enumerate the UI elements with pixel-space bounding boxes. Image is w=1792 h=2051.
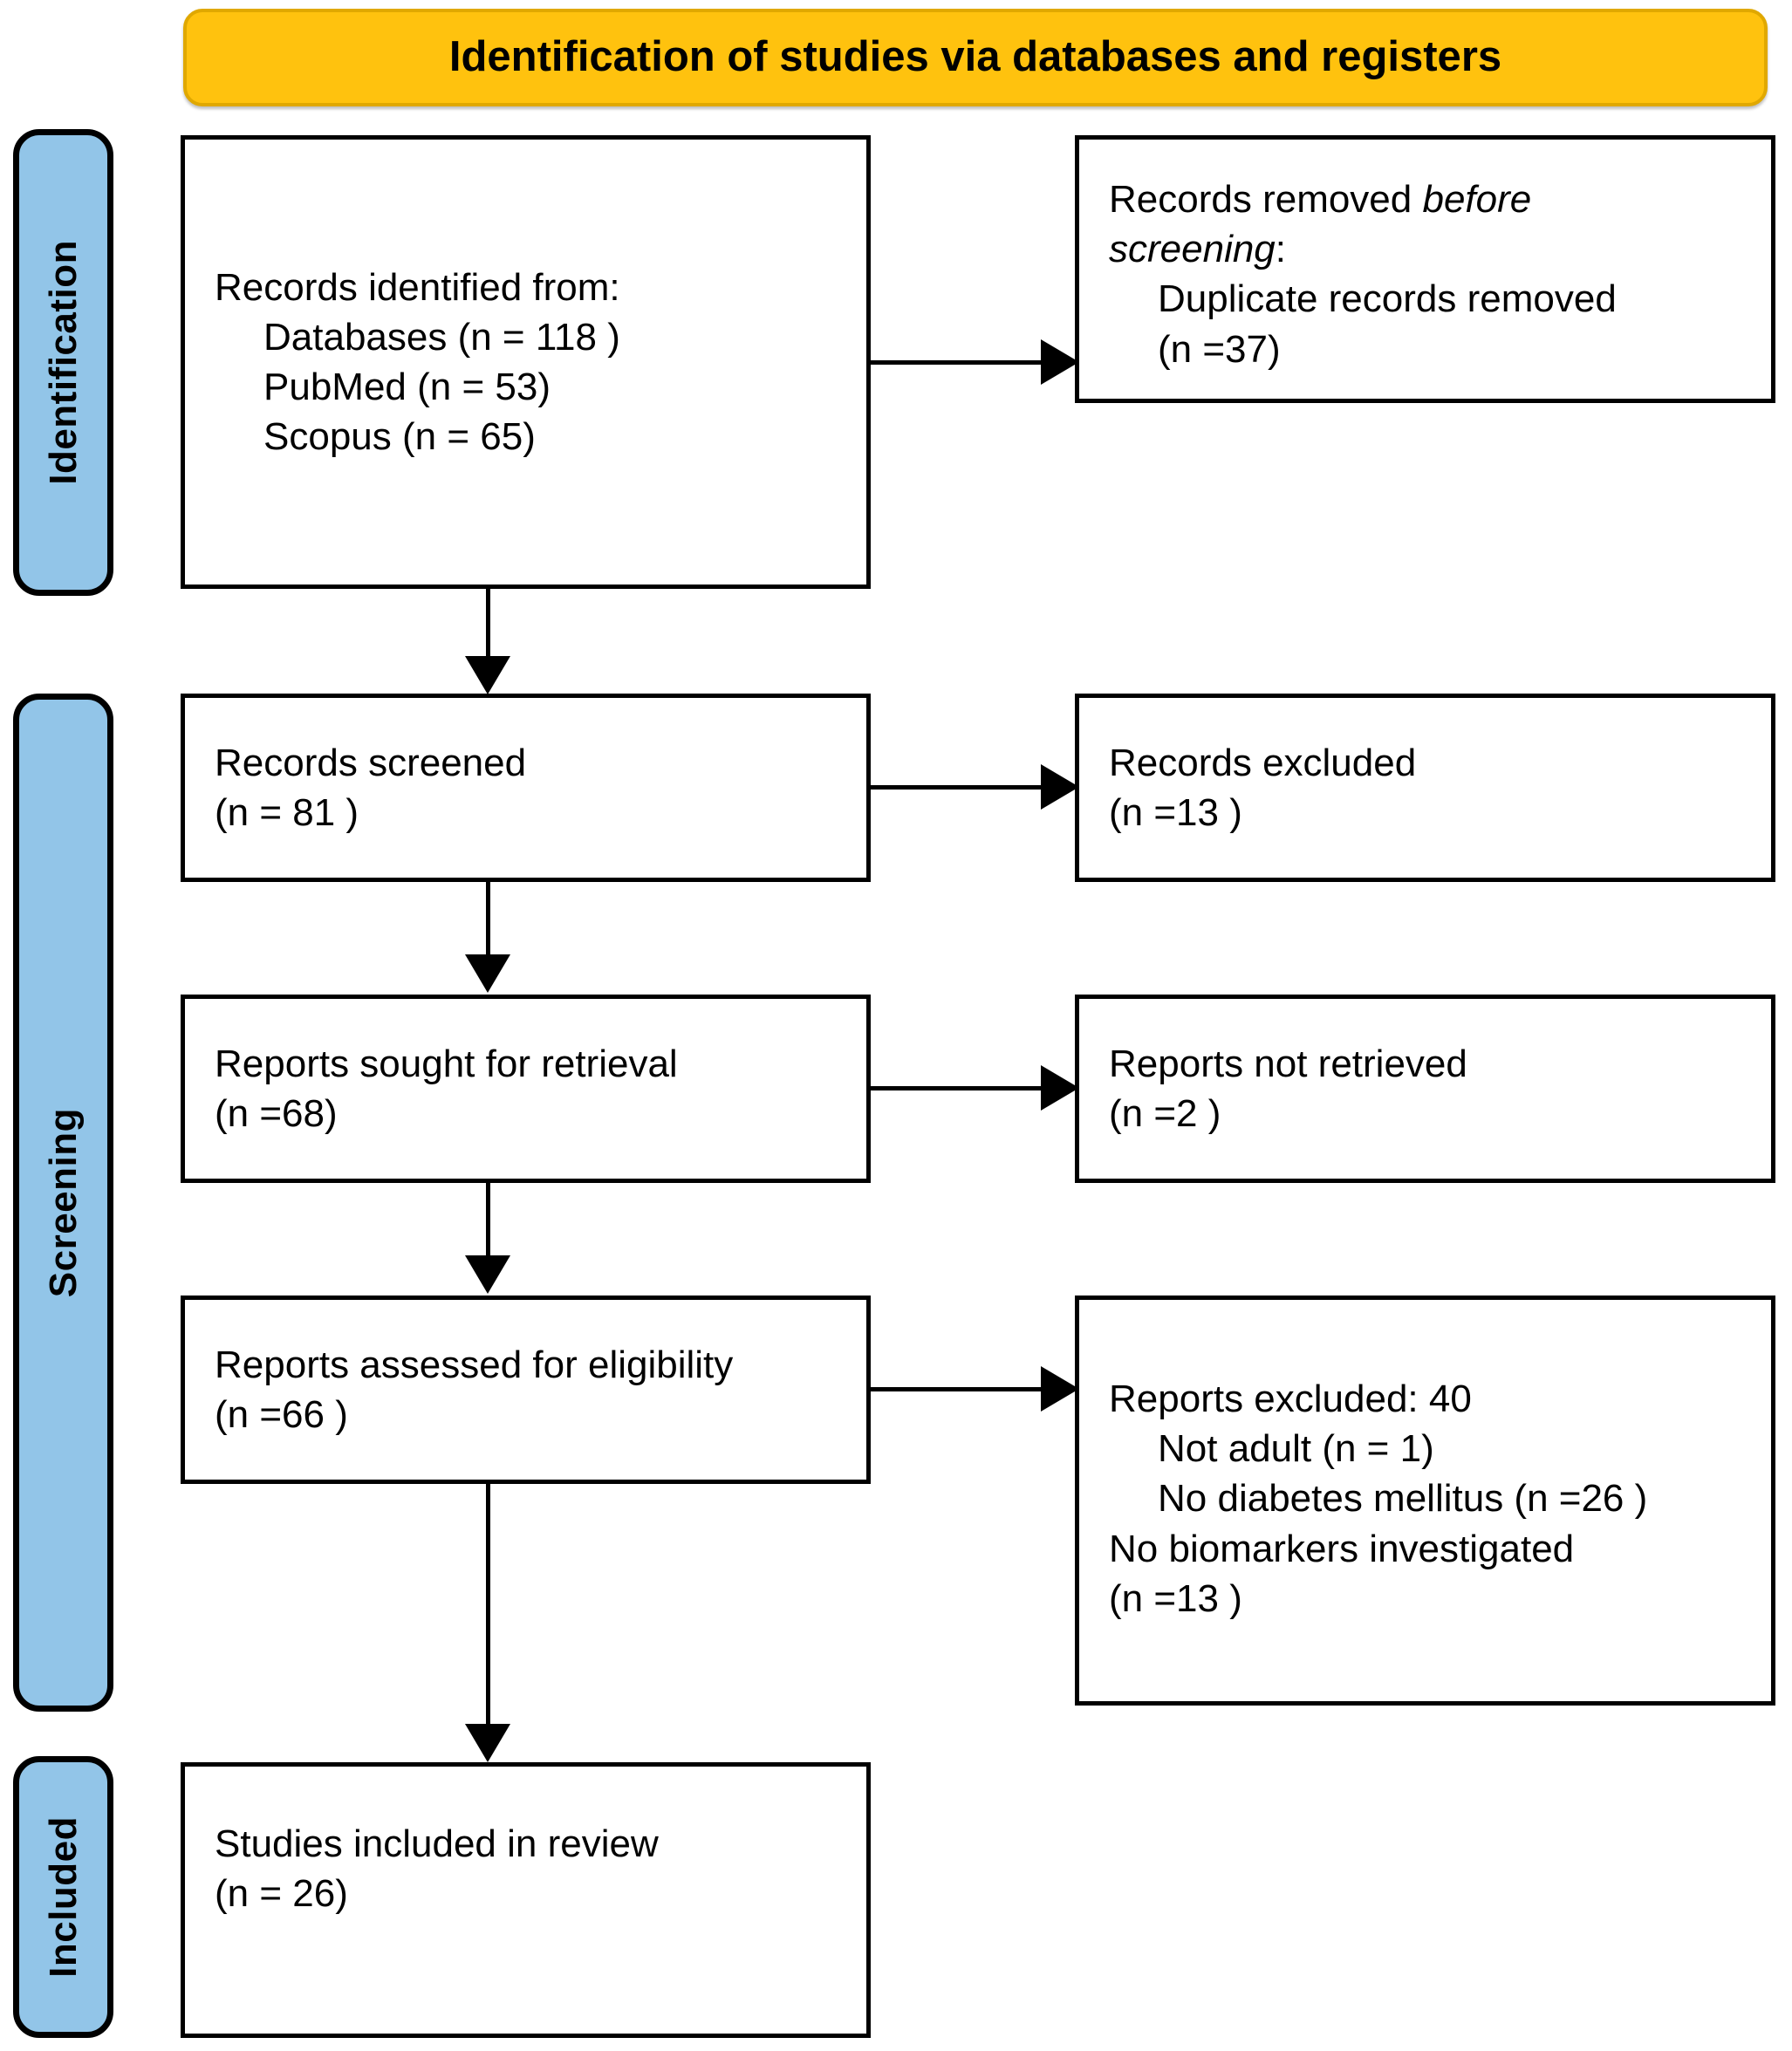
phase-included-label: Included	[41, 1816, 85, 1978]
studies-included-line-2: (n = 26)	[215, 1872, 348, 1916]
records-removed-text-screening: screening	[1109, 228, 1276, 271]
box-records-removed: Records removed before screening: Duplic…	[1075, 135, 1775, 403]
arrow-assessed-to-excluded	[1041, 1366, 1079, 1412]
connector-assessed-to-included	[486, 1484, 490, 1728]
reports-not-retrieved-line-2: (n =2 )	[1109, 1092, 1221, 1135]
reports-excluded-reason-4: (n =13 )	[1109, 1576, 1242, 1620]
connector-screened-to-sought	[486, 882, 490, 959]
box-records-identified: Records identified from: Databases (n = …	[181, 135, 871, 589]
reports-excluded-reason-3: No biomarkers investigated	[1109, 1527, 1575, 1570]
records-removed-text-colon: :	[1275, 228, 1287, 271]
records-identified-line-1: Records identified from:	[215, 265, 620, 309]
studies-included-line-1: Studies included in review	[215, 1822, 659, 1865]
box-reports-excluded: Reports excluded: 40 Not adult (n = 1) N…	[1075, 1296, 1775, 1706]
records-removed-line-3: Duplicate records removed	[1158, 277, 1617, 321]
box-records-excluded: Records excluded (n =13 )	[1075, 694, 1775, 882]
reports-sought-line-2: (n =68)	[215, 1092, 338, 1135]
records-removed-text-pre: Records removed	[1109, 178, 1423, 221]
phase-identification-label: Identification	[41, 240, 85, 485]
box-studies-included: Studies included in review (n = 26)	[181, 1762, 871, 2038]
records-identified-line-4: Scopus (n = 65)	[263, 415, 536, 459]
connector-sought-to-not-retrieved	[871, 1086, 1045, 1090]
arrow-assessed-to-included	[465, 1724, 510, 1762]
records-identified-line-3: PubMed (n = 53)	[263, 366, 551, 408]
phase-screening: Screening	[13, 694, 113, 1712]
box-reports-not-retrieved: Reports not retrieved (n =2 )	[1075, 995, 1775, 1183]
phase-included: Included	[13, 1756, 113, 2038]
reports-assessed-line-1: Reports assessed for eligibility	[215, 1343, 734, 1386]
records-removed-text-before: before	[1422, 178, 1532, 221]
phase-screening-label: Screening	[41, 1107, 85, 1298]
phase-identification: Identification	[13, 129, 113, 596]
reports-excluded-reason-2: No diabetes mellitus (n =26 )	[1158, 1477, 1648, 1521]
connector-sought-to-assessed	[486, 1183, 490, 1260]
connector-identified-to-removed	[871, 360, 1045, 365]
records-excluded-line-2: (n =13 )	[1109, 791, 1242, 834]
records-removed-line-2: screening:	[1109, 224, 1741, 274]
records-screened-line-1: Records screened	[215, 741, 527, 784]
connector-identified-to-screened	[486, 589, 490, 660]
arrow-sought-to-assessed	[465, 1255, 510, 1294]
box-reports-assessed: Reports assessed for eligibility (n =66 …	[181, 1296, 871, 1484]
reports-excluded-reason-1: Not adult (n = 1)	[1158, 1427, 1434, 1471]
reports-assessed-line-2: (n =66 )	[215, 1393, 348, 1436]
arrow-identified-to-screened	[465, 656, 510, 694]
records-screened-line-2: (n = 81 )	[215, 791, 359, 834]
connector-assessed-to-excluded	[871, 1387, 1045, 1391]
box-reports-sought: Reports sought for retrieval (n =68)	[181, 995, 871, 1183]
connector-screened-to-excluded	[871, 785, 1045, 790]
header-banner-title: Identification of studies via databases …	[448, 33, 1502, 81]
arrow-screened-to-excluded	[1041, 764, 1079, 810]
arrow-sought-to-not-retrieved	[1041, 1065, 1079, 1111]
records-removed-line-1: Records removed before	[1109, 174, 1741, 224]
arrow-screened-to-sought	[465, 954, 510, 993]
reports-sought-line-1: Reports sought for retrieval	[215, 1042, 678, 1085]
box-records-screened: Records screened (n = 81 )	[181, 694, 871, 882]
records-identified-line-2: Databases (n = 118 )	[263, 315, 620, 359]
records-excluded-line-1: Records excluded	[1109, 741, 1417, 784]
records-removed-line-4: (n =37)	[1158, 327, 1281, 371]
reports-not-retrieved-line-1: Reports not retrieved	[1109, 1042, 1467, 1085]
header-banner: Identification of studies via databases …	[183, 9, 1768, 106]
arrow-identified-to-removed	[1041, 339, 1079, 385]
reports-excluded-heading: Reports excluded: 40	[1109, 1378, 1472, 1420]
